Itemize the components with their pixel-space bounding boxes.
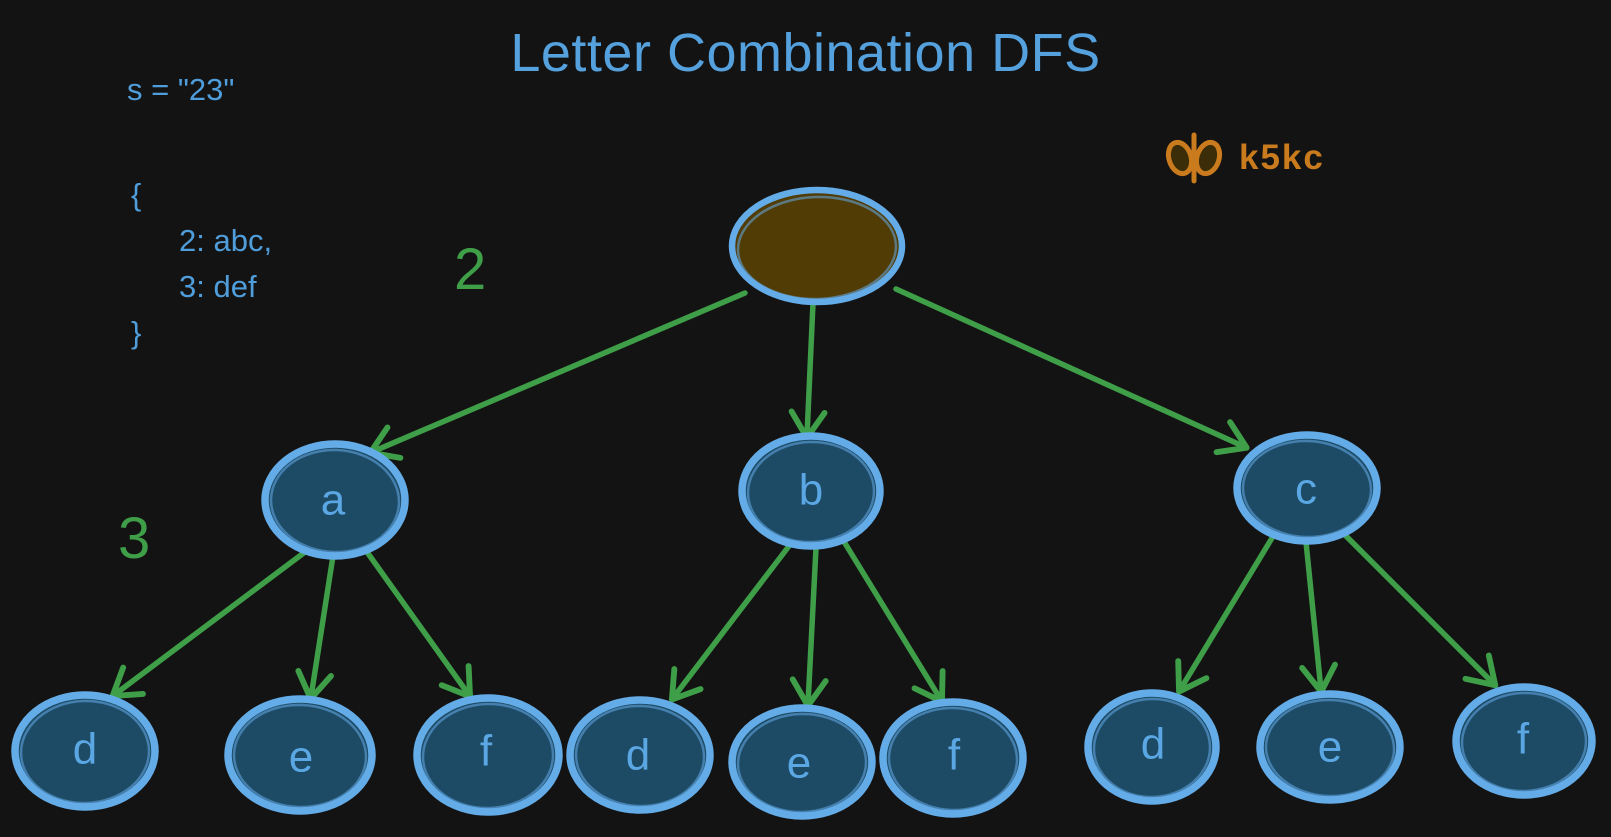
node-b-label: b bbox=[799, 466, 823, 515]
node-c-label: c bbox=[1295, 465, 1317, 514]
leaf-label: e bbox=[289, 733, 313, 782]
node-b-e: e bbox=[728, 704, 876, 820]
digit-letter-mapping: { 2: abc, 3: def } bbox=[131, 172, 272, 356]
node-a-label: a bbox=[321, 476, 346, 525]
node-a-d: d bbox=[11, 691, 159, 811]
leaf-label: e bbox=[787, 739, 811, 788]
node-root bbox=[728, 186, 906, 306]
page-title: Letter Combination DFS bbox=[510, 23, 1101, 83]
level-label-digit-3: 3 bbox=[118, 506, 151, 571]
edge-a-e bbox=[295, 553, 336, 702]
leaf-label: d bbox=[626, 731, 650, 780]
leaf-label: d bbox=[73, 725, 97, 774]
node-c-e: e bbox=[1256, 690, 1404, 804]
edge-c-f bbox=[1340, 530, 1499, 689]
k5kc-logo: k5kc bbox=[1163, 132, 1325, 184]
butterfly-icon bbox=[1165, 132, 1223, 184]
node-b: b bbox=[738, 432, 884, 550]
mapping-entry-3: 3: def bbox=[179, 269, 257, 304]
input-string: s = "23" bbox=[127, 72, 235, 107]
leaf-label: d bbox=[1141, 720, 1165, 769]
node-c-d: d bbox=[1084, 689, 1220, 805]
edge-root-b bbox=[788, 300, 828, 441]
node-b-d: d bbox=[566, 696, 714, 814]
edge-a-f bbox=[364, 549, 473, 700]
logo-text: k5kc bbox=[1239, 138, 1325, 177]
leaf-label: f bbox=[948, 731, 961, 780]
edge-b-d bbox=[668, 543, 792, 703]
edge-root-c bbox=[893, 286, 1250, 456]
node-a-f: f bbox=[413, 694, 563, 816]
mapping-open-brace: { bbox=[131, 177, 142, 212]
edge-c-d bbox=[1175, 535, 1275, 695]
level-label-digit-2: 2 bbox=[454, 237, 487, 302]
edge-b-f bbox=[840, 537, 946, 705]
node-b-f: f bbox=[879, 698, 1027, 818]
mapping-close-brace: } bbox=[131, 315, 142, 350]
edge-c-e bbox=[1299, 539, 1338, 695]
node-a-e: e bbox=[224, 695, 376, 815]
leaf-label: e bbox=[1318, 723, 1342, 772]
node-a: a bbox=[261, 440, 409, 560]
leaf-label: f bbox=[1517, 715, 1530, 764]
node-c-f: f bbox=[1452, 683, 1596, 799]
edge-b-e bbox=[789, 545, 829, 709]
edge-a-d bbox=[109, 549, 308, 700]
edge-root-a bbox=[367, 290, 748, 461]
node-c: c bbox=[1233, 431, 1381, 545]
mapping-entry-2: 2: abc, bbox=[179, 223, 273, 258]
leaf-label: f bbox=[480, 727, 493, 776]
